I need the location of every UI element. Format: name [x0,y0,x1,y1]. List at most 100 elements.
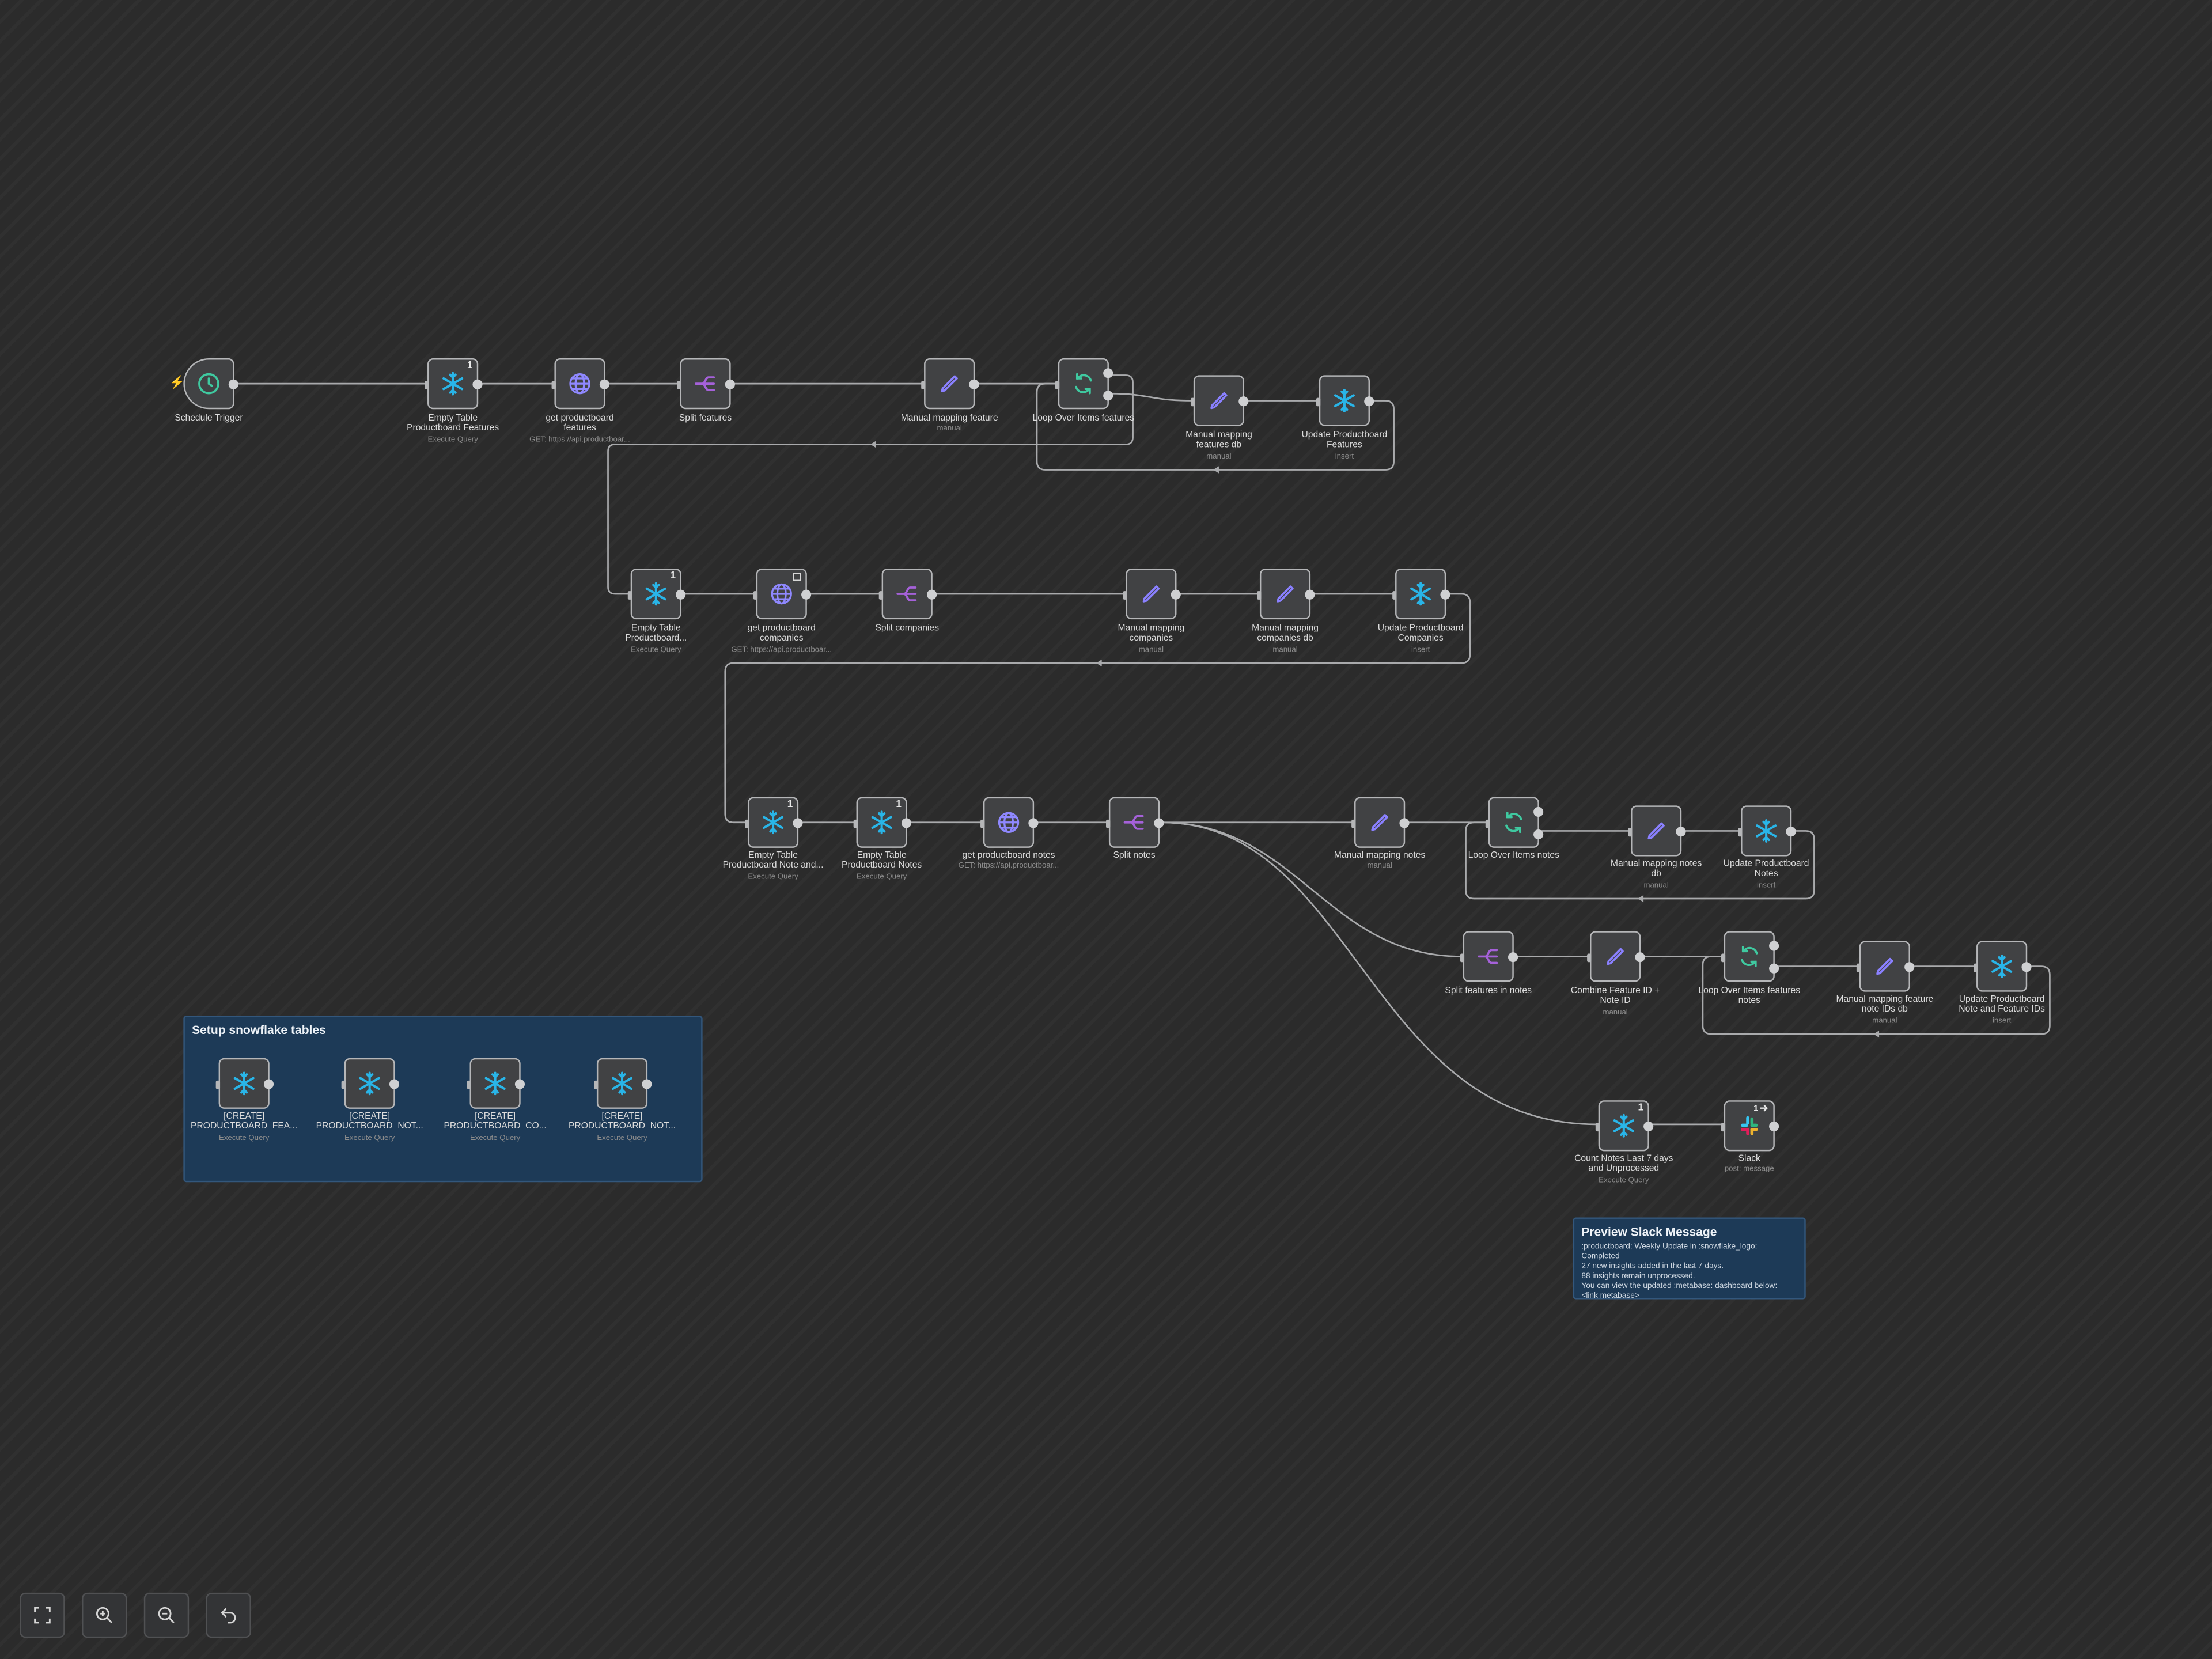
output-port[interactable] [1508,952,1518,963]
zoom-out-button[interactable] [143,1592,190,1638]
output-port[interactable] [1399,818,1410,828]
output-port[interactable] [1904,962,1915,972]
output-port[interactable] [389,1079,400,1089]
output-port-loop[interactable] [1103,391,1113,401]
node-get-productboard-features[interactable] [551,358,609,410]
node-combine-feature-note-id[interactable] [1587,931,1645,982]
node-manual-mapping-feature[interactable] [921,358,979,410]
output-port[interactable] [1769,1121,1779,1132]
output-port[interactable] [1238,396,1249,407]
node-create-productboard-notes[interactable] [341,1058,400,1109]
input-port[interactable] [1351,819,1356,828]
input-port[interactable] [594,1080,599,1089]
input-port[interactable] [1974,963,1978,972]
output-port[interactable] [1028,818,1039,828]
output-port-done[interactable] [1533,806,1544,817]
output-port[interactable] [1305,589,1315,600]
input-port[interactable] [853,819,858,828]
fit-view-button[interactable] [20,1592,65,1638]
node-split-companies[interactable] [878,568,937,620]
output-port[interactable] [926,589,937,600]
node-manual-mapping-notes[interactable] [1351,797,1410,848]
output-port[interactable] [228,379,238,389]
input-port[interactable] [1460,953,1465,963]
input-port[interactable] [627,591,632,600]
input-port[interactable] [980,819,985,828]
output-port[interactable] [263,1079,274,1089]
node-slack[interactable]: 1 [1721,1100,1779,1152]
node-manual-mapping-companies[interactable] [1123,568,1181,620]
input-port[interactable] [1055,381,1060,389]
output-port[interactable] [793,818,803,828]
node-empty-table-productboard[interactable]: 1 [627,568,686,620]
input-port[interactable] [753,591,758,600]
input-port[interactable] [1595,1123,1600,1132]
node-update-productboard-features[interactable] [1316,375,1374,426]
output-port[interactable] [642,1079,652,1089]
output-port-done[interactable] [1103,368,1113,378]
zoom-in-button[interactable] [82,1592,127,1638]
input-port[interactable] [1106,819,1111,828]
node-empty-table-notes[interactable]: 1 [853,797,912,848]
input-port[interactable] [1628,828,1633,837]
output-port[interactable] [901,818,912,828]
input-port[interactable] [1190,397,1195,407]
output-port[interactable] [514,1079,525,1089]
output-port[interactable] [1154,818,1164,828]
input-port[interactable] [1316,397,1321,407]
node-split-features-in-notes[interactable] [1460,931,1518,982]
node-get-productboard-companies[interactable] [753,568,812,620]
node-create-productboard-note-and[interactable] [594,1058,652,1109]
input-port[interactable] [1392,591,1397,600]
output-port[interactable] [599,379,609,389]
node-empty-table-note-and[interactable]: 1 [745,797,803,848]
input-port[interactable] [1123,591,1127,600]
input-port[interactable] [677,381,681,389]
output-port[interactable] [1364,396,1374,407]
node-update-productboard-notes[interactable] [1738,805,1796,857]
node-get-productboard-notes[interactable] [980,797,1039,848]
input-port[interactable] [745,819,749,828]
node-update-note-feature-ids[interactable] [1974,941,2032,992]
node-create-productboard-features[interactable] [215,1058,274,1109]
output-port[interactable] [725,379,735,389]
input-port[interactable] [1721,1123,1726,1132]
input-port[interactable] [1721,953,1726,963]
input-port[interactable] [1738,828,1743,837]
node-manual-mapping-features-db[interactable] [1190,375,1249,426]
input-port[interactable] [878,591,884,600]
output-port[interactable] [676,589,686,600]
node-empty-table-features[interactable]: 1 [425,358,483,410]
node-manual-mapping-companies-db[interactable] [1257,568,1315,620]
output-port-loop[interactable] [1769,963,1779,974]
node-create-productboard-companies[interactable] [467,1058,525,1109]
node-manual-mapping-notes-db[interactable] [1628,805,1686,857]
output-port[interactable] [1786,827,1796,837]
sticky-preview-slack[interactable]: Preview Slack Message :productboard: Wee… [1573,1217,1806,1301]
output-port[interactable] [801,589,812,600]
output-port[interactable] [1440,589,1450,600]
node-manual-mapping-feature-note-ids[interactable] [1856,941,1915,992]
node-count-notes[interactable]: 1 [1595,1100,1654,1152]
input-port[interactable] [467,1080,471,1089]
output-port[interactable] [969,379,979,389]
node-schedule-trigger[interactable]: ⚡ [169,358,238,410]
input-port[interactable] [1257,591,1262,600]
output-port[interactable] [1635,952,1645,963]
input-port[interactable] [1856,963,1861,972]
output-port-loop[interactable] [1533,830,1544,840]
input-port[interactable] [921,381,926,389]
output-port[interactable] [1676,827,1686,837]
node-loop-over-items-notes[interactable] [1485,797,1544,848]
input-port[interactable] [215,1080,221,1089]
output-port[interactable] [472,379,483,389]
node-loop-over-items-features[interactable] [1055,358,1113,410]
node-split-features[interactable] [677,358,735,410]
input-port[interactable] [341,1080,346,1089]
output-port[interactable] [2021,962,2032,972]
input-port[interactable] [425,381,429,389]
input-port[interactable] [1485,819,1490,828]
undo-button[interactable] [206,1592,251,1638]
input-port[interactable] [551,381,556,389]
